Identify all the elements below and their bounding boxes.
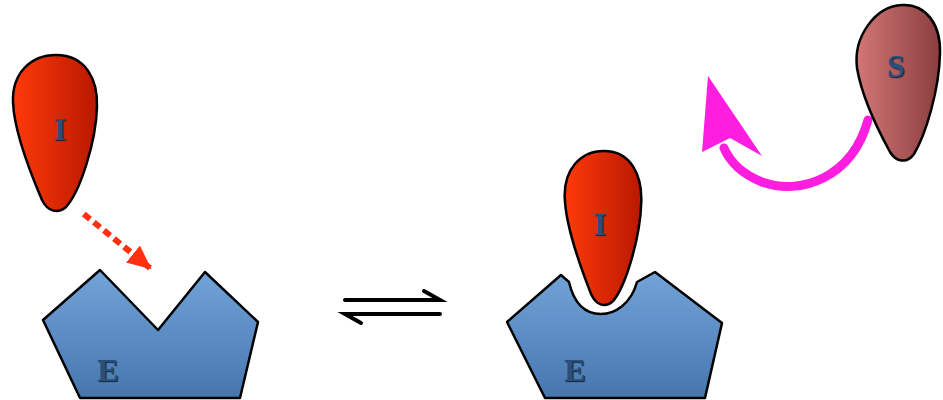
forward-harpoon — [345, 291, 440, 300]
substrate-shape-outline — [852, 2, 943, 164]
inhibitor-shape: I — [10, 52, 100, 214]
enzyme-shape-outline — [38, 268, 262, 400]
enzyme-shape-outline — [503, 268, 725, 400]
substrate-shape-path — [857, 5, 941, 161]
shape-letter: S — [887, 50, 905, 82]
enzyme-shape-path — [43, 270, 258, 398]
inhibitor-shape: I — [562, 148, 644, 308]
enzyme-shape-path — [507, 272, 722, 398]
inhibitor-shape-path — [565, 151, 642, 305]
equilibrium-arrows — [345, 291, 440, 323]
shape-letter: E — [564, 354, 585, 386]
inhibitor-shape-path — [13, 55, 97, 211]
shape-letter: I — [54, 113, 66, 145]
shape-letter: I — [594, 208, 606, 240]
blocked-substrate-arrow — [702, 76, 868, 187]
shape-letter: E — [97, 354, 118, 386]
curved-arrow-head — [702, 76, 762, 156]
reverse-harpoon — [345, 314, 440, 323]
substrate-shape: S — [852, 2, 943, 164]
enzyme-shape: E — [503, 268, 725, 400]
enzyme-shape: E — [38, 268, 262, 400]
binding-arrow — [84, 214, 150, 268]
curved-arrow-shaft — [724, 120, 868, 187]
